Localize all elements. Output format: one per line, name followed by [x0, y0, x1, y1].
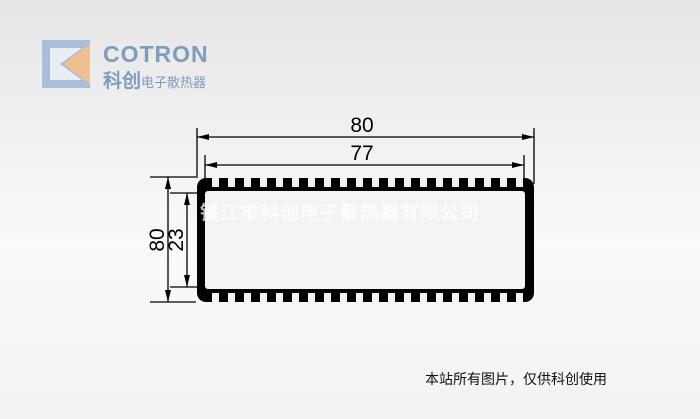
fin-gap-bottom [468, 293, 475, 302]
fin-gap-bottom [276, 293, 283, 302]
fin-gap-bottom [228, 293, 235, 302]
fin-gap-bottom [324, 293, 331, 302]
fin-gap-top [436, 178, 443, 187]
logo-cn: 科创电子散热器 [103, 66, 206, 93]
fin-gap-top [212, 178, 219, 187]
fin-gap-top [388, 178, 395, 187]
fin-gap-bottom [388, 293, 395, 302]
fin-gap-top [468, 178, 475, 187]
fin-gap-top [420, 178, 427, 187]
fin-gap-bottom [212, 293, 219, 302]
fin-gap-top [308, 178, 315, 187]
fin-gap-bottom [404, 293, 411, 302]
fin-gap-top [292, 178, 299, 187]
fin-gap-top [356, 178, 363, 187]
logo-brand: COTRON [103, 41, 209, 67]
fin-gap-top [516, 178, 523, 187]
fin-gap-bottom [356, 293, 363, 302]
fin-gap-top [340, 178, 347, 187]
fin-gap-bottom [260, 293, 267, 302]
fin-gap-bottom [292, 293, 299, 302]
watermark: 镇江市科创电子散热器有限公司 [200, 201, 480, 224]
fin-gap-bottom [372, 293, 379, 302]
fin-gap-bottom [308, 293, 315, 302]
fin-gap-bottom [452, 293, 459, 302]
fin-gap-top [228, 178, 235, 187]
dim-inner-width: 77 [350, 142, 373, 165]
fin-gap-top [276, 178, 283, 187]
fin-gap-bottom [516, 293, 523, 302]
fin-gap-bottom [340, 293, 347, 302]
fin-gap-top [260, 178, 267, 187]
fin-gap-bottom [244, 293, 251, 302]
logo-cn-bold: 科创 [103, 71, 142, 92]
fin-gap-bottom [436, 293, 443, 302]
dim-outer-width: 80 [350, 114, 373, 137]
dimension-lines [150, 128, 535, 303]
profile-cavity [205, 191, 525, 289]
dim-height: 80 [146, 228, 169, 251]
fin-gap-top [372, 178, 379, 187]
fin-gap-top [404, 178, 411, 187]
logo-mark-icon [42, 40, 90, 88]
heatsink-profile [197, 178, 534, 302]
fin-gap-top [484, 178, 491, 187]
logo-cn-sub: 电子散热器 [141, 75, 207, 90]
footer-notice: 本站所有图片，仅供科创使用 [425, 371, 607, 387]
fin-gap-bottom [484, 293, 491, 302]
fin-gap-top [324, 178, 331, 187]
arrowheads [165, 134, 534, 302]
fin-gap-bottom [500, 293, 507, 302]
fin-gap-top [452, 178, 459, 187]
fin-gap-top [244, 178, 251, 187]
fin-gap-top [500, 178, 507, 187]
dim-inner-height: 23 [165, 228, 188, 251]
fin-gap-bottom [420, 293, 427, 302]
